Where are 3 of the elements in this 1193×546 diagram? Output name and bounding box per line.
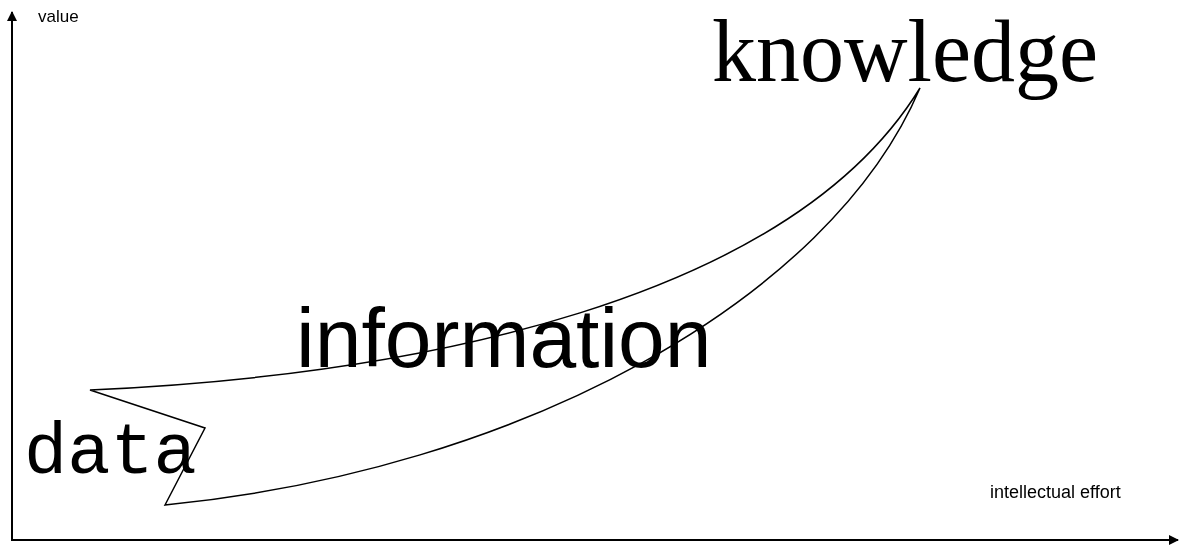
stage-label: data: [24, 418, 197, 490]
axis-label: intellectual effort: [990, 483, 1121, 501]
axis-label: value: [38, 8, 79, 25]
